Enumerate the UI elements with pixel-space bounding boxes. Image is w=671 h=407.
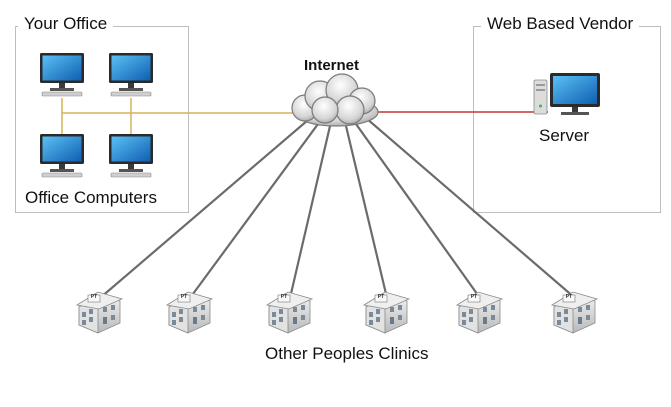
cloud-icon [291, 73, 379, 127]
clinic-sign: PT [378, 294, 384, 300]
office-computers-label: Office Computers [25, 188, 157, 207]
other-clinics-label: Other Peoples Clinics [265, 344, 429, 363]
internet-label: Internet [304, 57, 360, 74]
clinic-building-icon [166, 291, 213, 334]
clinic-sign: PT [91, 294, 97, 300]
desktop-computer-icon [108, 52, 154, 97]
clinic-building-icon [363, 291, 410, 334]
clinic-building-icon [456, 291, 503, 334]
clinic-sign: PT [181, 294, 187, 300]
clinic-building-icon [551, 291, 598, 334]
clinic-building-icon [266, 291, 313, 334]
web-vendor-title: Web Based Vendor [481, 15, 640, 33]
clinic-sign: PT [566, 294, 572, 300]
clinic-sign: PT [471, 294, 477, 300]
clinic-link-lines [99, 117, 576, 299]
your-office-title: Your Office [18, 15, 114, 33]
clinic-sign: PT [281, 294, 287, 300]
server-label: Server [539, 126, 590, 145]
desktop-computer-icon [39, 52, 85, 97]
server-computer-icon [533, 73, 600, 115]
office-link-lines [61, 98, 300, 135]
clinic-building-icon [76, 291, 123, 334]
desktop-computer-icon [39, 133, 85, 178]
desktop-computer-icon [108, 133, 154, 178]
